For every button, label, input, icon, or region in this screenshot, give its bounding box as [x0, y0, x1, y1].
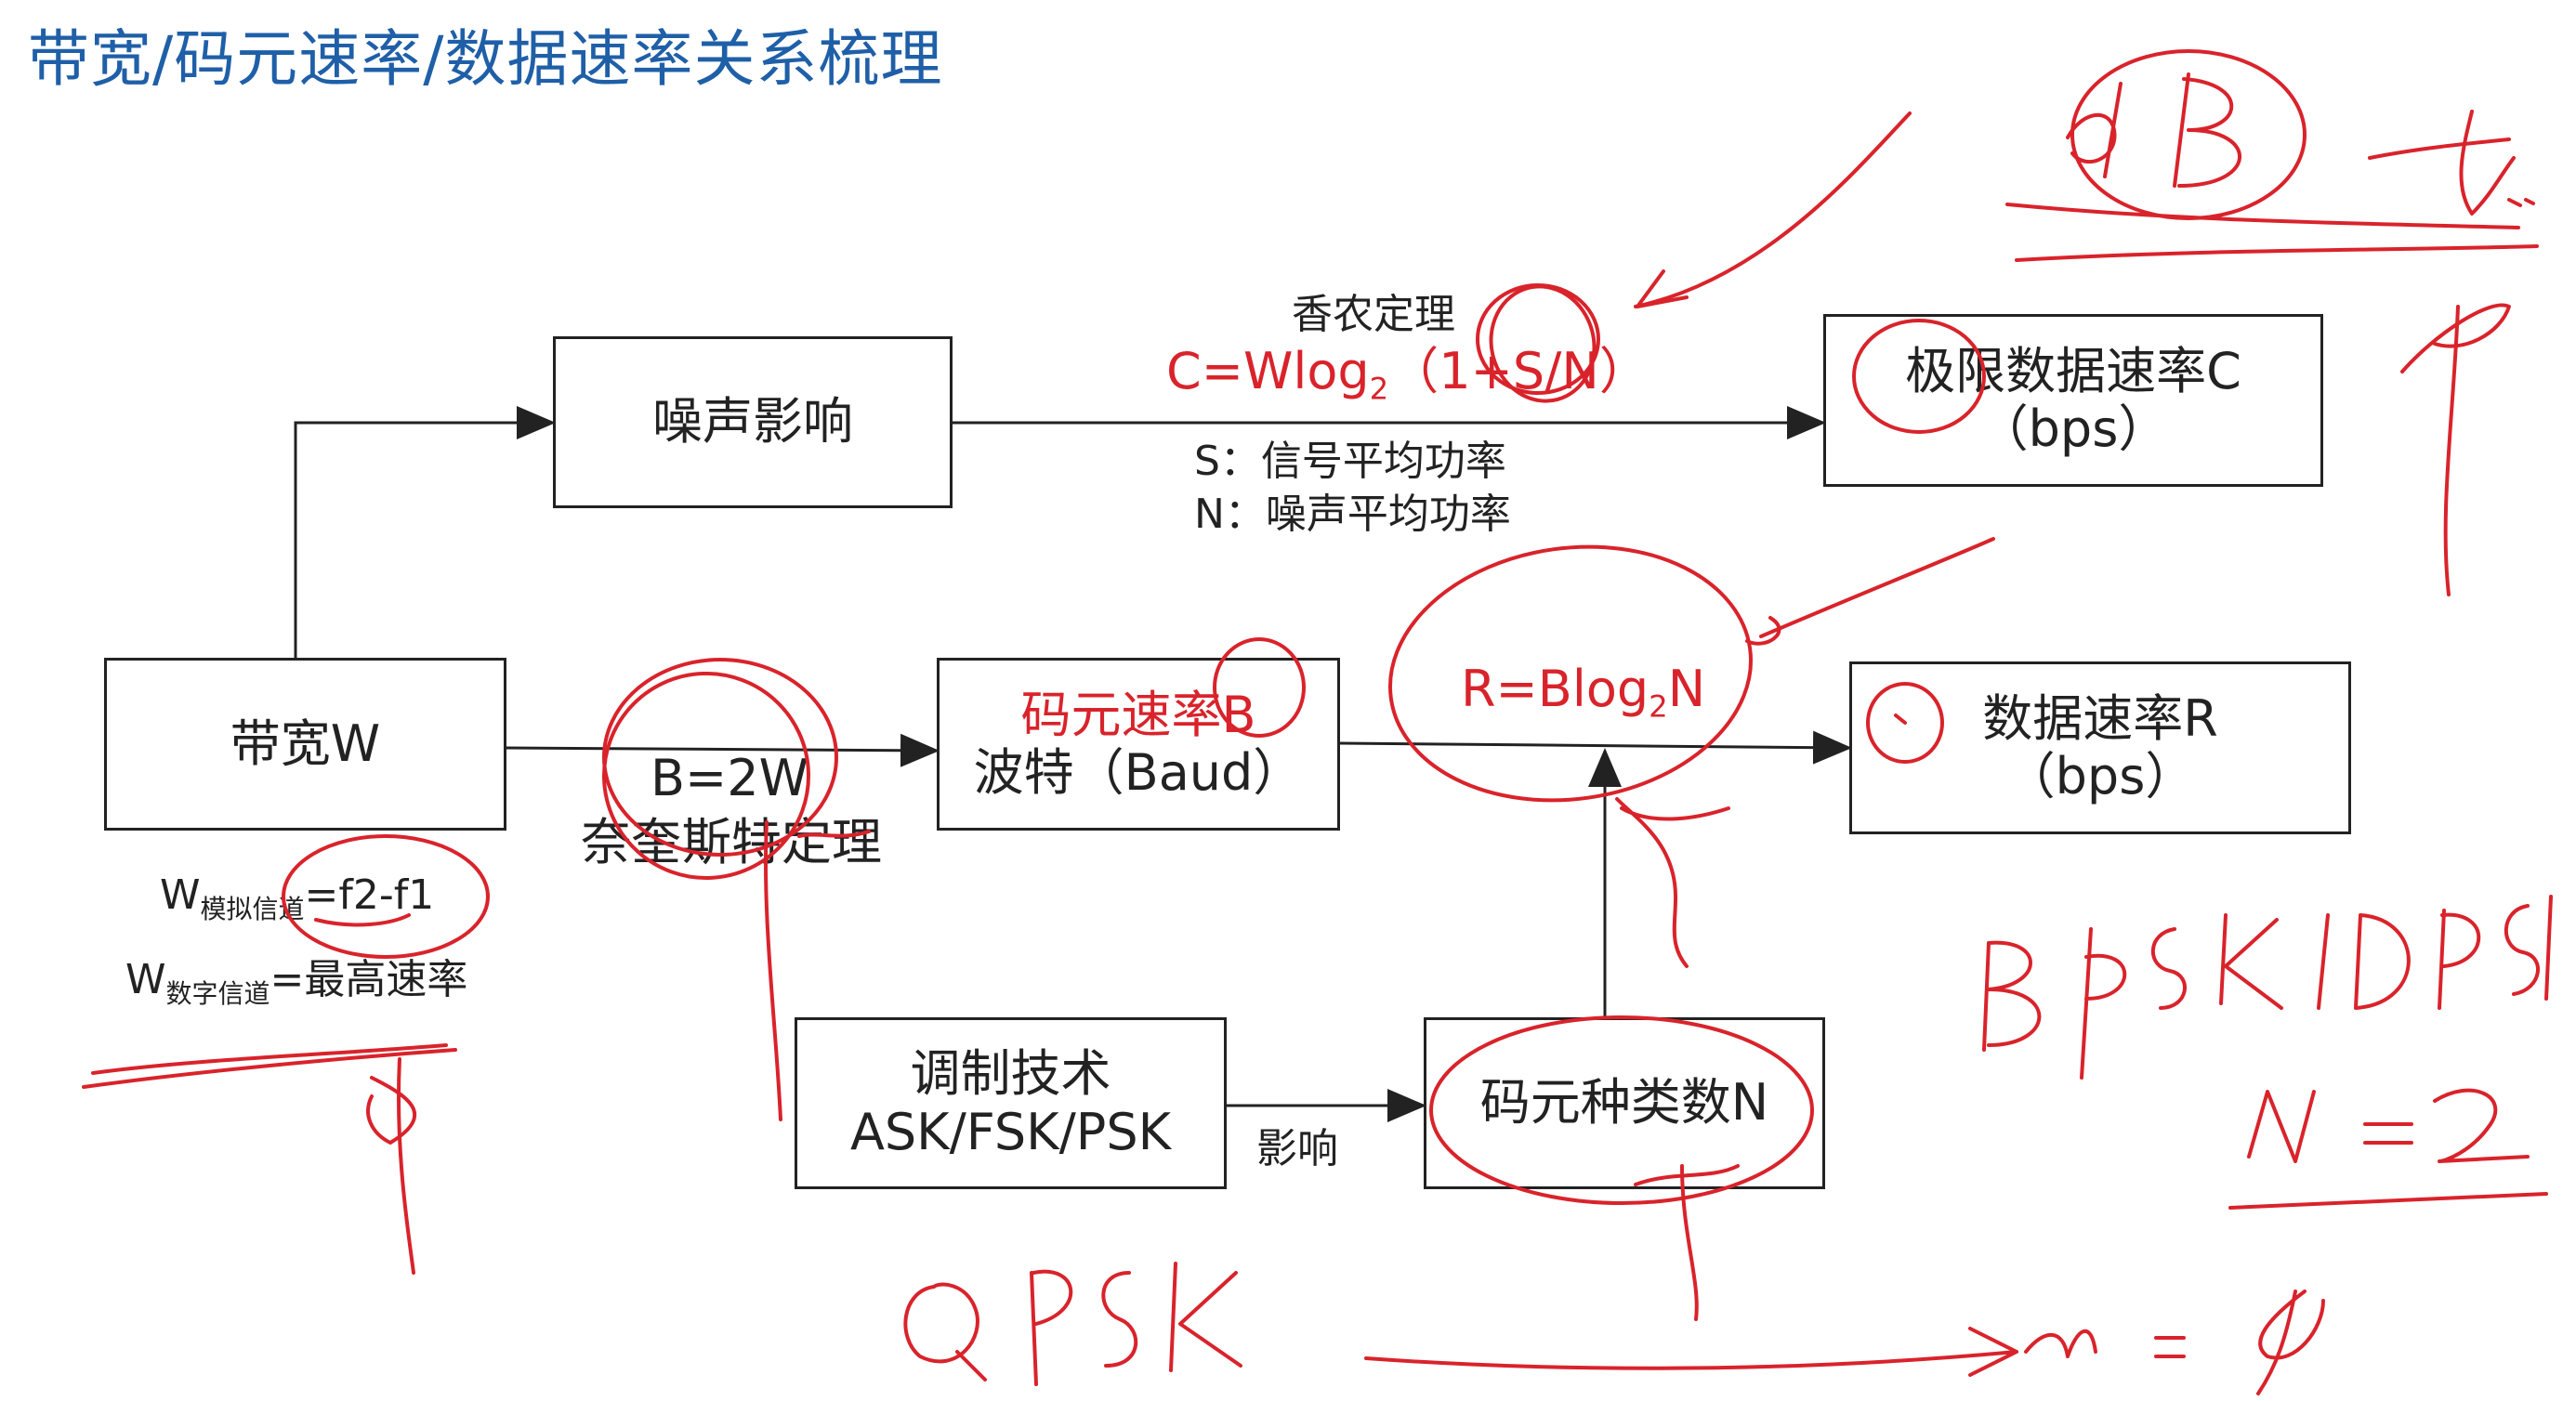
analog-w-symbol: W — [160, 871, 201, 919]
baud-box: 码元速率B 波特（Baud） — [937, 658, 1340, 831]
data-rate-unit: （bps） — [2004, 747, 2196, 805]
bandwidth-to-noise-connector — [294, 406, 556, 661]
data-rate-label: 数据速率R — [1982, 688, 2218, 748]
limit-rate-unit: （bps） — [1978, 399, 2169, 458]
noise-power-note: N：噪声平均功率 — [1194, 491, 1511, 538]
limit-rate-label: 极限数据速率C — [1905, 341, 2241, 400]
analog-w-formula: =f2-f1 — [304, 871, 435, 919]
baud-unit: 波特（Baud） — [973, 743, 1304, 802]
nyquist-formula: B=2W — [651, 749, 809, 807]
shannon-theorem-name: 香农定理 — [1292, 291, 1455, 338]
modulation-label: 调制技术 — [910, 1044, 1111, 1104]
signal-power-note: S：信号平均功率 — [1194, 438, 1506, 485]
shannon-formula-log-base: 2 — [1369, 371, 1389, 407]
rate-formula-main: R=Blog — [1461, 660, 1649, 718]
modulation-types: ASK/FSK/PSK — [849, 1102, 1172, 1161]
baud-to-datarate-connector — [1339, 730, 1852, 765]
digital-w-subscript: 数字信道 — [165, 977, 270, 1009]
bandwidth-to-baud-connector — [506, 733, 940, 767]
rate-formula-log-base: 2 — [1649, 688, 1668, 725]
digital-channel-bandwidth: W数字信道=最高速率 — [125, 946, 467, 1011]
rate-formula-tail: N — [1667, 660, 1706, 718]
data-rate-formula: R=Blog2N — [1461, 660, 1705, 724]
digital-w-formula: =最高速率 — [269, 956, 468, 1003]
symbol-types-label: 码元种类数N — [1479, 1073, 1769, 1133]
limit-rate-box: 极限数据速率C （bps） — [1823, 314, 2323, 487]
affects-label: 影响 — [1256, 1125, 1338, 1172]
bandwidth-box: 带宽W — [104, 658, 506, 831]
noise-box: 噪声影响 — [553, 336, 953, 508]
page-title: 带宽/码元速率/数据速率关系梳理 — [28, 23, 943, 95]
bandwidth-label: 带宽W — [230, 714, 381, 773]
shannon-formula-main: C=Wlog — [1166, 342, 1370, 400]
modulation-box: 调制技术 ASK/FSK/PSK — [795, 1017, 1227, 1189]
digital-w-symbol: W — [125, 956, 166, 1003]
noise-label: 噪声影响 — [652, 392, 853, 452]
